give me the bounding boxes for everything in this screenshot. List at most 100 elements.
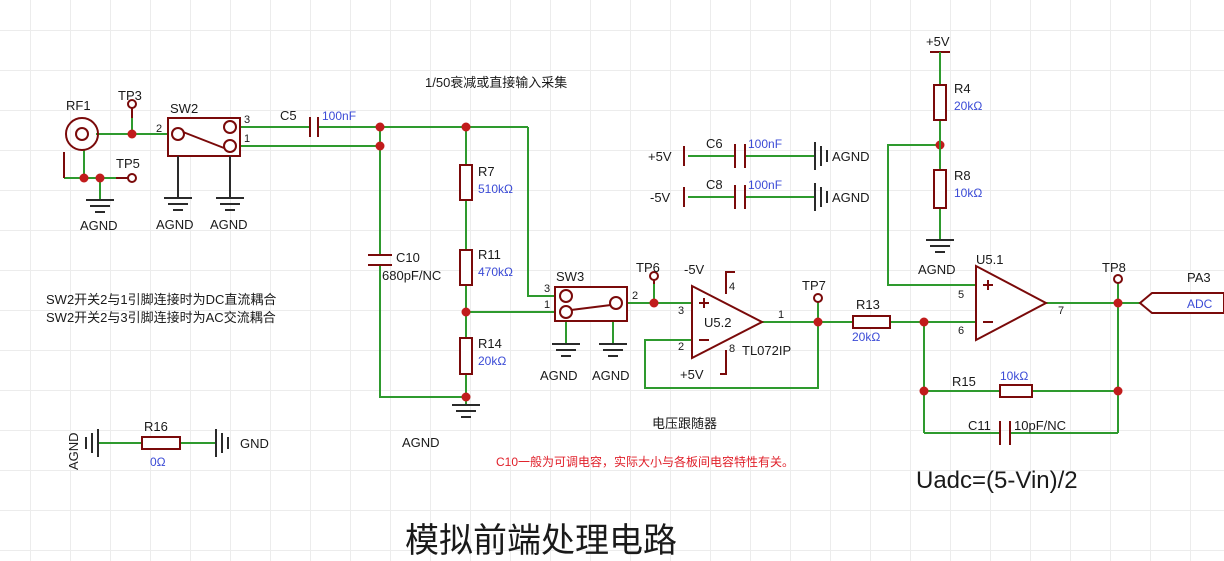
- u52-pin2: 2: [678, 341, 684, 353]
- r15-ref: R15: [952, 374, 976, 389]
- tp7: TP7: [802, 278, 826, 303]
- u52-pin8: 8: [729, 343, 735, 355]
- tp8: TP8: [1102, 260, 1126, 284]
- c8-value: 100nF: [748, 178, 782, 192]
- p5v-top-label: +5V: [926, 34, 950, 49]
- u51-pin6: 6: [958, 325, 964, 337]
- r4-value: 20kΩ: [954, 99, 982, 113]
- sw3-pin3: 3: [544, 283, 550, 295]
- note-c10-warning: C10一般为可调电容，实际大小与各板间电容特性有关。: [496, 454, 794, 469]
- tp5-label: TP5: [116, 156, 140, 171]
- r15-value: 10kΩ: [1000, 369, 1028, 383]
- formula-uadc: Uadc=(5-Vin)/2: [916, 467, 1078, 494]
- sw3-switch: SW3 3 1 2: [544, 269, 638, 322]
- r15-resistor: R15 10kΩ: [952, 369, 1033, 398]
- r16-resistor: R16 0Ω: [141, 419, 181, 469]
- note-sw2-ac: SW2开关2与3引脚连接时为AC交流耦合: [46, 310, 276, 325]
- tp5: TP5: [116, 156, 140, 183]
- r14-resistor: R14 20kΩ: [459, 336, 506, 375]
- u51-pin7: 7: [1058, 305, 1064, 317]
- pa3-ref: PA3: [1187, 270, 1211, 285]
- note-follower: 电压跟随器: [652, 416, 717, 431]
- note-attenuation: 1/50衰减或直接输入采集: [425, 75, 567, 90]
- r13-resistor: R13 20kΩ: [852, 297, 891, 344]
- tp3-label: TP3: [118, 88, 142, 103]
- sw2-pin2: 2: [156, 123, 162, 135]
- c11-capacitor: C11 10pF/NC: [968, 418, 1066, 445]
- u52-pos-supply: +5V: [680, 367, 704, 382]
- agnd-sw2-a: AGND: [156, 217, 194, 232]
- u51-opamp: U5.1 5 6 7: [958, 252, 1064, 342]
- r11-ref: R11: [478, 247, 501, 262]
- u52-neg-supply: -5V: [684, 262, 705, 277]
- r8-resistor: R8 10kΩ: [933, 168, 982, 209]
- c6-value: 100nF: [748, 137, 782, 151]
- sw3-pin2: 2: [632, 290, 638, 302]
- sw3-label: SW3: [556, 269, 584, 284]
- c5-ref: C5: [280, 108, 297, 123]
- tp3: TP3: [118, 88, 142, 118]
- r8-value: 10kΩ: [954, 186, 982, 200]
- r16-ref: R16: [144, 419, 168, 434]
- tp8-label: TP8: [1102, 260, 1126, 275]
- r7-resistor: R7 510kΩ: [459, 164, 513, 201]
- page-title: 模拟前端处理电路: [405, 522, 677, 560]
- ground-symbols: AGND AGND AGND AGND AGND AGND AGND AGND …: [66, 197, 956, 470]
- rf1-connector: RF1: [63, 98, 99, 178]
- c5-capacitor: C5 100nF: [280, 108, 356, 137]
- c8-ref: C8: [706, 177, 723, 192]
- c6-ref: C6: [706, 136, 723, 151]
- r14-value: 20kΩ: [478, 354, 506, 368]
- u52-pin3: 3: [678, 305, 684, 317]
- u52-ref: U5.2: [704, 315, 731, 330]
- r8-ref: R8: [954, 168, 971, 183]
- c6-agnd: AGND: [832, 149, 870, 164]
- tp7-label: TP7: [802, 278, 826, 293]
- r7-ref: R7: [478, 164, 495, 179]
- pa3-net: ADC: [1187, 297, 1213, 311]
- c5-value: 100nF: [322, 109, 356, 123]
- sw2-switch: SW2 2 3 1: [156, 101, 250, 198]
- u52-pin4: 4: [729, 281, 735, 293]
- gnd-r16: GND: [240, 436, 269, 451]
- agnd-rf1: AGND: [80, 218, 118, 233]
- r11-value: 470kΩ: [478, 265, 513, 279]
- rf1-label: RF1: [66, 98, 91, 113]
- sw3-pin1: 1: [544, 299, 550, 311]
- sw2-pin1: 1: [244, 133, 250, 145]
- r13-value: 20kΩ: [852, 330, 880, 344]
- c6-supply-label: +5V: [648, 149, 672, 164]
- agnd-r8: AGND: [918, 262, 956, 277]
- pa3-port: PA3 ADC: [1138, 270, 1224, 314]
- c8-decoupling: -5V C8 100nF AGND: [650, 177, 870, 211]
- c11-value: 10pF/NC: [1014, 418, 1066, 433]
- agnd-sw2-b: AGND: [210, 217, 248, 232]
- sw2-label: SW2: [170, 101, 198, 116]
- u52-opamp: U5.2 TL072IP 3 2 1 4 8 -5V +5V: [678, 262, 791, 382]
- u52-part: TL072IP: [742, 343, 791, 358]
- r4-ref: R4: [954, 81, 971, 96]
- note-sw2-dc: SW2开关2与1引脚连接时为DC直流耦合: [46, 292, 276, 307]
- agnd-sw3-b: AGND: [592, 368, 630, 383]
- c8-agnd: AGND: [832, 190, 870, 205]
- r4-resistor: R4 20kΩ: [933, 81, 982, 121]
- r16-value: 0Ω: [150, 455, 166, 469]
- c8-supply-label: -5V: [650, 190, 671, 205]
- u52-pin1: 1: [778, 309, 784, 321]
- u51-ref: U5.1: [976, 252, 1003, 267]
- p5v-rail: +5V: [926, 34, 950, 240]
- r7-value: 510kΩ: [478, 182, 513, 196]
- agnd-divider: AGND: [402, 435, 440, 450]
- sw2-pin3: 3: [244, 114, 250, 126]
- c10-value: 680pF/NC: [382, 268, 441, 283]
- r11-resistor: R11 470kΩ: [459, 247, 513, 286]
- junctions: [79, 122, 1123, 402]
- c10-capacitor: C10 680pF/NC: [368, 250, 441, 283]
- agnd-sw3-a: AGND: [540, 368, 578, 383]
- tp6-label: TP6: [636, 260, 660, 275]
- r14-ref: R14: [478, 336, 502, 351]
- c11-ref: C11: [968, 418, 991, 433]
- r13-ref: R13: [856, 297, 880, 312]
